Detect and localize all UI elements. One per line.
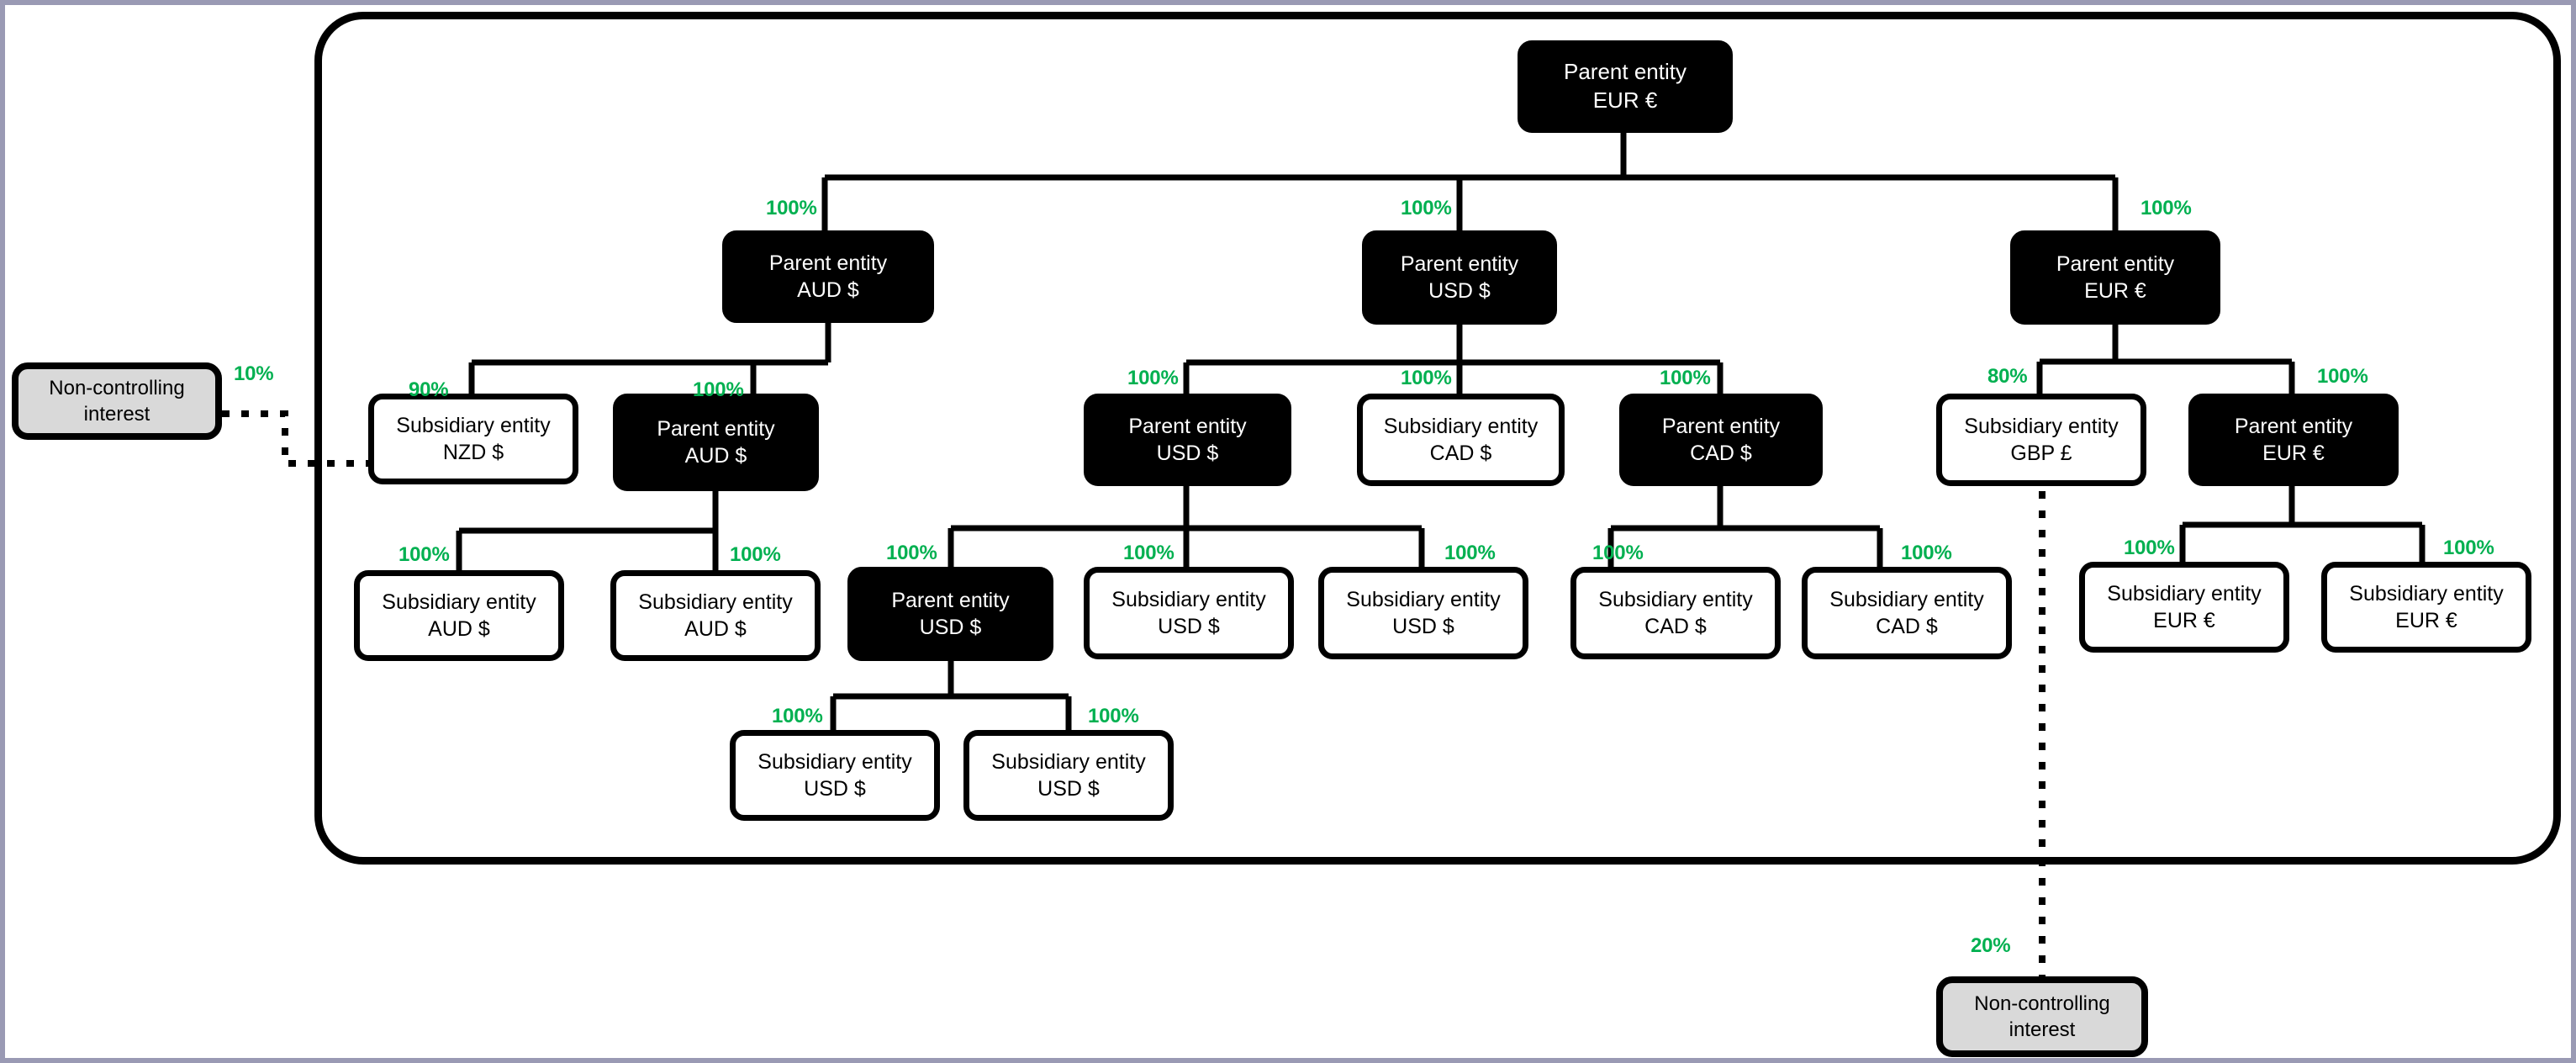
- pct-aud2-to-sub1: 100%: [399, 543, 450, 566]
- node-label-line1: Subsidiary entity: [1346, 587, 1501, 611]
- node-label-line2: AUD $: [428, 617, 490, 641]
- consolidated-group-boundary: [314, 12, 2561, 865]
- node-label-line2: AUD $: [684, 617, 747, 641]
- node-subsidiary-aud-1[interactable]: Subsidiary entity AUD $: [354, 570, 564, 661]
- node-label-line1: Parent entity: [891, 588, 1010, 612]
- node-label-line1: Subsidiary entity: [757, 749, 912, 774]
- pct-root-to-eur: 100%: [2141, 197, 2192, 219]
- node-label-line2: USD $: [1037, 777, 1100, 801]
- node-parent-usd[interactable]: Parent entity USD $: [1362, 230, 1557, 325]
- node-nci-bottom[interactable]: Non-controlling interest: [1936, 976, 2148, 1057]
- node-subsidiary-gbp[interactable]: Subsidiary entity GBP £: [1936, 394, 2146, 486]
- node-nci-left[interactable]: Non-controlling interest: [12, 362, 222, 440]
- pct-usd2-to-sub1: 100%: [1123, 542, 1175, 564]
- node-label-line2: interest: [2009, 1018, 2076, 1041]
- node-label-line2: interest: [83, 403, 150, 426]
- node-label-line2: EUR €: [1592, 87, 1658, 113]
- node-label-line2: EUR €: [2084, 279, 2146, 303]
- node-parent-eur-level3[interactable]: Parent entity EUR €: [2188, 394, 2399, 486]
- node-label-line1: Subsidiary entity: [1383, 414, 1539, 438]
- node-parent-aud[interactable]: Parent entity AUD $: [722, 230, 934, 323]
- node-label-line1: Non-controlling: [1974, 992, 2110, 1015]
- pct-aud-to-aud2: 100%: [693, 378, 744, 401]
- pct-cad-to-sub1: 100%: [1592, 542, 1644, 564]
- node-label-line1: Subsidiary entity: [1111, 587, 1266, 611]
- node-label-line1: Parent entity: [768, 251, 888, 275]
- node-label-line1: Subsidiary entity: [2349, 581, 2504, 606]
- node-label-line1: Parent entity: [1128, 414, 1247, 438]
- node-label-line2: CAD $: [1644, 615, 1707, 638]
- node-label-line1: Subsidiary entity: [2107, 581, 2262, 606]
- node-subsidiary-cad-2[interactable]: Subsidiary entity CAD $: [1802, 567, 2012, 659]
- node-parent-usd-level4[interactable]: Parent entity USD $: [847, 567, 1053, 661]
- node-label-line2: CAD $: [1876, 615, 1938, 638]
- pct-usd2-to-usd3: 100%: [886, 542, 937, 564]
- node-subsidiary-aud-2[interactable]: Subsidiary entity AUD $: [610, 570, 821, 661]
- pct-nci-left-share: 10%: [234, 362, 274, 385]
- pct-usd3-to-sub3: 100%: [772, 705, 823, 727]
- node-label-line1: Subsidiary entity: [1598, 587, 1753, 611]
- pct-root-to-usd: 100%: [1401, 197, 1452, 219]
- node-subsidiary-usd-1[interactable]: Subsidiary entity USD $: [1084, 567, 1294, 659]
- node-subsidiary-usd-3[interactable]: Subsidiary entity USD $: [730, 730, 940, 821]
- pct-aud2-to-sub2: 100%: [730, 543, 781, 566]
- node-subsidiary-cad-1[interactable]: Subsidiary entity CAD $: [1570, 567, 1781, 659]
- node-label-line2: EUR €: [2395, 609, 2457, 632]
- pct-usd-to-cad-sub: 100%: [1401, 367, 1452, 389]
- node-label-line2: USD $: [1158, 615, 1220, 638]
- node-label-line2: AUD $: [684, 444, 747, 468]
- node-parent-cad[interactable]: Parent entity CAD $: [1619, 394, 1823, 486]
- node-label-line1: Subsidiary entity: [396, 413, 551, 437]
- node-label-line1: Parent entity: [1661, 414, 1781, 438]
- pct-usd-to-usd2: 100%: [1127, 367, 1179, 389]
- node-label-line1: Subsidiary entity: [1829, 587, 1984, 611]
- node-label-line1: Parent entity: [1564, 59, 1687, 85]
- node-label-line1: Parent entity: [2056, 251, 2175, 276]
- node-subsidiary-usd-4[interactable]: Subsidiary entity USD $: [963, 730, 1174, 821]
- node-parent-eur-level2[interactable]: Parent entity EUR €: [2010, 230, 2220, 325]
- node-label-line1: Parent entity: [1400, 251, 1519, 276]
- pct-cad-to-sub2: 100%: [1901, 542, 1952, 564]
- node-label-line2: CAD $: [1690, 442, 1752, 465]
- pct-eur-to-eur2: 100%: [2317, 365, 2368, 388]
- node-subsidiary-nzd[interactable]: Subsidiary entity NZD $: [368, 394, 578, 484]
- node-label-line2: EUR €: [2262, 442, 2325, 465]
- pct-usd2-to-sub2: 100%: [1444, 542, 1496, 564]
- pct-eur-to-gbp: 80%: [1987, 365, 2028, 388]
- node-label-line1: Subsidiary entity: [1964, 414, 2119, 438]
- node-label-line2: GBP £: [2010, 442, 2072, 465]
- node-root-parent-eur[interactable]: Parent entity EUR €: [1518, 40, 1733, 133]
- node-label-line1: Subsidiary entity: [638, 590, 793, 614]
- node-parent-aud-level3[interactable]: Parent entity AUD $: [613, 394, 819, 491]
- node-label-line2: USD $: [804, 777, 866, 801]
- pct-nci-bottom-share: 20%: [1971, 934, 2011, 957]
- node-label-line2: USD $: [919, 616, 982, 639]
- node-subsidiary-eur-1[interactable]: Subsidiary entity EUR €: [2079, 562, 2289, 653]
- pct-root-to-aud: 100%: [766, 197, 817, 219]
- pct-eur2-to-sub1: 100%: [2124, 537, 2175, 559]
- node-parent-usd-level3[interactable]: Parent entity USD $: [1084, 394, 1291, 486]
- node-label-line2: USD $: [1156, 442, 1219, 465]
- connector-lines: [222, 133, 2426, 977]
- node-subsidiary-cad-level3[interactable]: Subsidiary entity CAD $: [1357, 394, 1565, 486]
- node-label-line1: Subsidiary entity: [991, 749, 1146, 774]
- node-label-line2: EUR €: [2153, 609, 2215, 632]
- node-subsidiary-eur-2[interactable]: Subsidiary entity EUR €: [2321, 562, 2531, 653]
- pct-aud-to-nzd: 90%: [409, 378, 449, 401]
- node-label-line2: CAD $: [1429, 442, 1492, 465]
- node-label-line1: Parent entity: [2234, 414, 2353, 438]
- pct-usd-to-cad-parent: 100%: [1660, 367, 1711, 389]
- node-subsidiary-usd-2[interactable]: Subsidiary entity USD $: [1318, 567, 1528, 659]
- node-label-line1: Parent entity: [657, 416, 775, 441]
- node-label-line2: USD $: [1392, 615, 1454, 638]
- pct-usd3-to-sub4: 100%: [1088, 705, 1139, 727]
- node-label-line2: AUD $: [797, 278, 859, 302]
- node-label-line1: Subsidiary entity: [382, 590, 536, 614]
- node-label-line2: NZD $: [442, 441, 504, 464]
- node-label-line1: Non-controlling: [49, 376, 185, 399]
- node-label-line2: USD $: [1428, 279, 1491, 303]
- pct-eur2-to-sub2: 100%: [2443, 537, 2494, 559]
